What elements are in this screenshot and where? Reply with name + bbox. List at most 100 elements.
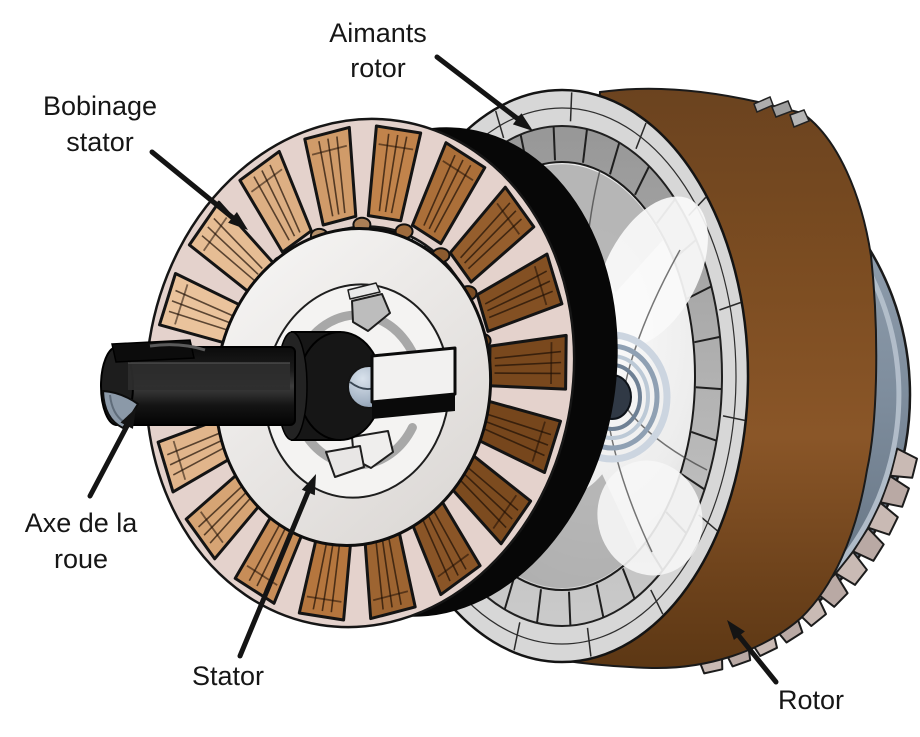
coil-wire-line [269,164,301,233]
coil-wire-line [485,420,549,446]
coil-crease-line [437,553,470,578]
coil-wire-line [467,218,523,270]
magnet-segment-line [691,430,717,442]
axle-tip-flat-shade [109,394,125,423]
coil-crease-line [172,440,187,480]
coil-wire-line [378,133,390,212]
coil-wire-line [261,170,296,237]
hub-tab [325,445,365,478]
coil-crease-line [174,284,189,325]
coil-wire-line [461,471,513,520]
interior-highlight [596,196,708,348]
arrow-rotor [727,620,779,685]
axle-tip-step [111,339,195,363]
coil-wire-line [465,465,519,511]
label-stator: Stator [192,661,264,691]
rim-tick-line [635,122,647,150]
coil-wire-line [428,159,464,230]
coil-wire-line [207,226,259,275]
magnet-segment-line [609,142,621,175]
magnet-segment-line [536,589,542,624]
axle-step-highlight [149,343,206,352]
magnet-segment-line [595,584,605,618]
magnet-segment-line [503,577,515,610]
coil-wire-line [483,427,545,457]
rim-tick-line [650,589,664,615]
coil-wire-line [213,217,263,270]
coil-wire-line [430,505,467,570]
label-aimants-rotor-line1: Aimants [329,18,427,48]
magnet-segment-line [582,128,588,163]
arrow-axe-de-la-roue [87,408,136,499]
interior-highlight [597,460,703,576]
coil-wire-line [494,350,562,360]
coil-crease-line [378,143,414,151]
stator-coil [238,149,313,254]
cover-fin [753,95,774,114]
cover-fin [867,501,899,536]
coil-crease-line [550,342,553,385]
label-axe-de-la-roue-line2: roue [54,544,108,574]
coil-wire-line [327,138,340,215]
coil-crease-line [202,216,228,252]
cover-fin [789,109,811,128]
rim-tick-line [494,110,505,139]
arrow-bobinage-stator [149,149,248,230]
coil-crease-line [496,202,521,235]
arrow-stator [237,474,316,659]
coil-wire-line [423,154,456,226]
magnet-segment-line [568,591,572,626]
cover-fin [771,100,793,118]
coil-crease-line [442,160,474,182]
coil-wire-line [201,235,255,281]
axle-flat-panel [128,363,290,390]
coil-wire-line [330,534,342,613]
coil-wire-line [390,136,408,214]
coil-wire-line [253,176,290,241]
coil-crease-line [250,168,283,193]
coil-crease-line [311,144,348,156]
coil-crease-line [199,511,224,544]
magnet-segment-line [621,568,636,600]
coil-wire-line [424,509,459,576]
magnet-segment-line [634,165,650,196]
rim-tick-line [513,622,521,651]
coil-wire-line [380,531,393,608]
coil-wire-line [318,141,334,217]
coil-wire-line [419,513,451,582]
coil-wire-line [487,413,552,436]
hub-cable-block [370,346,457,404]
cover-fin [879,475,910,508]
rotor-shell-top-fins [753,95,811,128]
magnet-segment-line [680,473,706,491]
rim-tick-line [719,301,741,311]
rim-tick-line [722,415,745,422]
annotations: Aimants rotor Bobinage stator Axe de la … [25,18,844,715]
arrow-aimants-rotor [434,54,533,131]
magnet-segment-line [686,285,712,300]
label-bobinage-stator-line1: Bobinage [43,91,157,121]
cover-fin [889,447,918,479]
rim-tick-line [569,92,573,122]
label-axe-de-la-roue-line1: Axe de la [25,508,139,538]
magnet-segment-line [695,386,722,391]
coil-crease-line [372,590,409,602]
coil-wire-line [336,136,346,214]
coil-wire-line [488,290,554,319]
label-bobinage-stator-line2: stator [66,127,134,157]
coil-wire-line [484,270,548,305]
coil-wire-line [175,289,237,319]
label-aimants-rotor-line2: rotor [350,53,406,83]
coil-crease-line [492,494,518,530]
coil-crease-line [306,595,342,603]
coil-wire-line [384,134,399,213]
coil-wire-line [494,361,562,367]
coil-wire-line [460,202,511,259]
magnet-segment-line [694,335,721,344]
label-rotor: Rotor [778,685,844,715]
coil-wire-line [312,532,330,610]
coil-crease-line [531,421,546,462]
coil-wire-line [487,280,551,312]
